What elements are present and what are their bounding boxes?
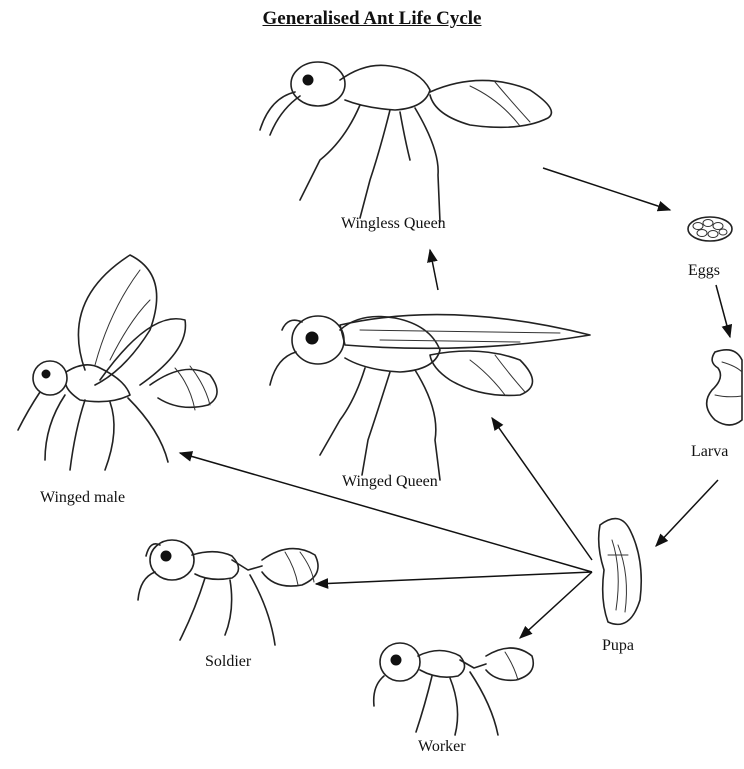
diagram-title: Generalised Ant Life Cycle bbox=[0, 8, 744, 30]
label-pupa: Pupa bbox=[602, 637, 634, 655]
label-wingless-queen: Wingless Queen bbox=[341, 215, 446, 233]
arrow-eggs-to-larva bbox=[716, 285, 730, 337]
wingless-queen-ant-icon bbox=[260, 62, 551, 222]
arrow-winged-queen-to-wingless-queen bbox=[430, 250, 438, 290]
label-winged-male: Winged male bbox=[40, 489, 125, 507]
winged-male-ant-icon bbox=[18, 255, 217, 470]
winged-queen-ant-icon bbox=[270, 315, 590, 480]
label-larva: Larva bbox=[691, 443, 728, 461]
worker-ant-icon bbox=[374, 643, 534, 735]
egg-cluster-icon bbox=[688, 217, 732, 241]
label-worker: Worker bbox=[418, 738, 466, 756]
label-winged-queen: Winged Queen bbox=[342, 473, 438, 491]
soldier-ant-icon bbox=[138, 540, 318, 645]
arrow-larva-to-pupa bbox=[656, 480, 718, 546]
larva-icon bbox=[707, 350, 742, 425]
arrow-pupa-to-winged-male bbox=[180, 453, 592, 572]
arrow-pupa-to-worker bbox=[520, 572, 592, 638]
arrow-queen-to-eggs bbox=[543, 168, 670, 210]
pupa-icon bbox=[599, 519, 642, 625]
label-soldier: Soldier bbox=[205, 653, 251, 671]
label-eggs: Eggs bbox=[688, 262, 720, 280]
arrow-pupa-to-winged-queen bbox=[492, 418, 592, 560]
arrow-pupa-to-soldier bbox=[316, 572, 592, 584]
